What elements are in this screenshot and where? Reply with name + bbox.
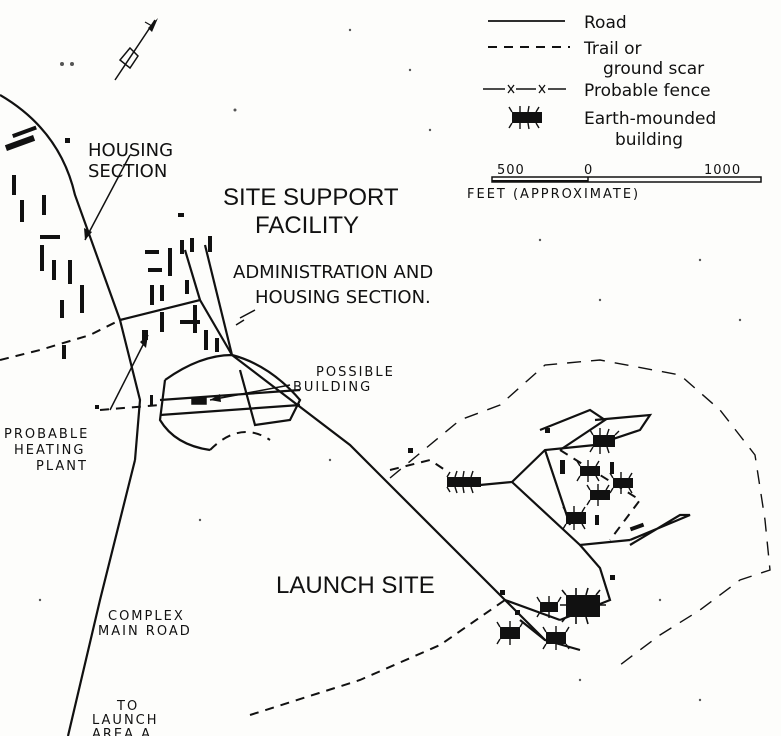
scale-tick-right: 1000 <box>704 163 741 178</box>
mound-7 <box>560 587 606 625</box>
mound-6 <box>562 506 586 530</box>
label-to-launch-3: AREA A <box>92 727 152 736</box>
roads <box>0 94 691 736</box>
north-arrow-icon <box>114 18 158 81</box>
mound-3 <box>576 460 600 482</box>
label-heating-plant-1: PROBABLE <box>4 427 89 442</box>
mound-2 <box>589 428 620 454</box>
scale-tick-left: 500 <box>497 163 525 178</box>
scale-bar: 500 0 1000 FEET (APPROXIMATE) <box>467 163 762 202</box>
scale-bar-shape <box>491 176 762 183</box>
fence <box>389 359 771 666</box>
legend-trail-label-1: Trail or <box>583 39 642 59</box>
legend-building-label-1: Earth-mounded <box>584 109 716 129</box>
label-heating-plant-3: PLANT <box>36 459 88 474</box>
mound-9 <box>496 621 524 645</box>
legend: Road Trail or ground scar Probable fence… <box>483 13 716 150</box>
scale-caption: FEET (APPROXIMATE) <box>467 187 640 202</box>
legend-fence-label: Probable fence <box>584 81 711 101</box>
mound-4 <box>609 472 633 494</box>
label-main-road-1: COMPLEX <box>108 609 185 624</box>
area-labels: HOUSING SECTION SITE SUPPORT FACILITY AD… <box>4 140 435 736</box>
mound-1 <box>446 470 481 494</box>
trails <box>0 319 642 716</box>
label-admin-housing-1: ADMINISTRATION AND <box>233 262 433 283</box>
legend-road-label: Road <box>584 13 627 33</box>
small-buildings <box>4 125 645 615</box>
label-launch-site: LAUNCH SITE <box>276 572 435 599</box>
earth-mounded-buildings <box>446 428 633 650</box>
legend-building-label-2: building <box>615 130 683 150</box>
label-heating-plant-2: HEATING <box>14 443 85 458</box>
label-housing-section-1: HOUSING <box>88 140 173 161</box>
label-site-support-1: SITE SUPPORT <box>223 184 399 211</box>
legend-trail-label-2: ground scar <box>603 59 704 79</box>
label-to-launch-2: LAUNCH <box>92 713 159 728</box>
label-possible-building-2: BUILDING <box>293 380 372 395</box>
map-speckles <box>38 28 742 702</box>
label-admin-housing-2: HOUSING SECTION. <box>255 287 431 308</box>
label-to-launch-1: TO <box>116 699 139 714</box>
mound-8 <box>536 596 562 618</box>
label-possible-building-1: POSSIBLE <box>316 365 395 380</box>
legend-building-swatch <box>508 105 542 130</box>
pointer-lines <box>84 154 291 411</box>
mound-5 <box>586 484 610 506</box>
mound-10 <box>542 626 570 650</box>
legend-fence-swatch <box>483 84 566 94</box>
label-housing-section-2: SECTION <box>88 161 167 182</box>
label-site-support-2: FACILITY <box>255 212 359 239</box>
label-main-road-2: MAIN ROAD <box>98 624 192 639</box>
scale-tick-mid: 0 <box>584 163 593 178</box>
